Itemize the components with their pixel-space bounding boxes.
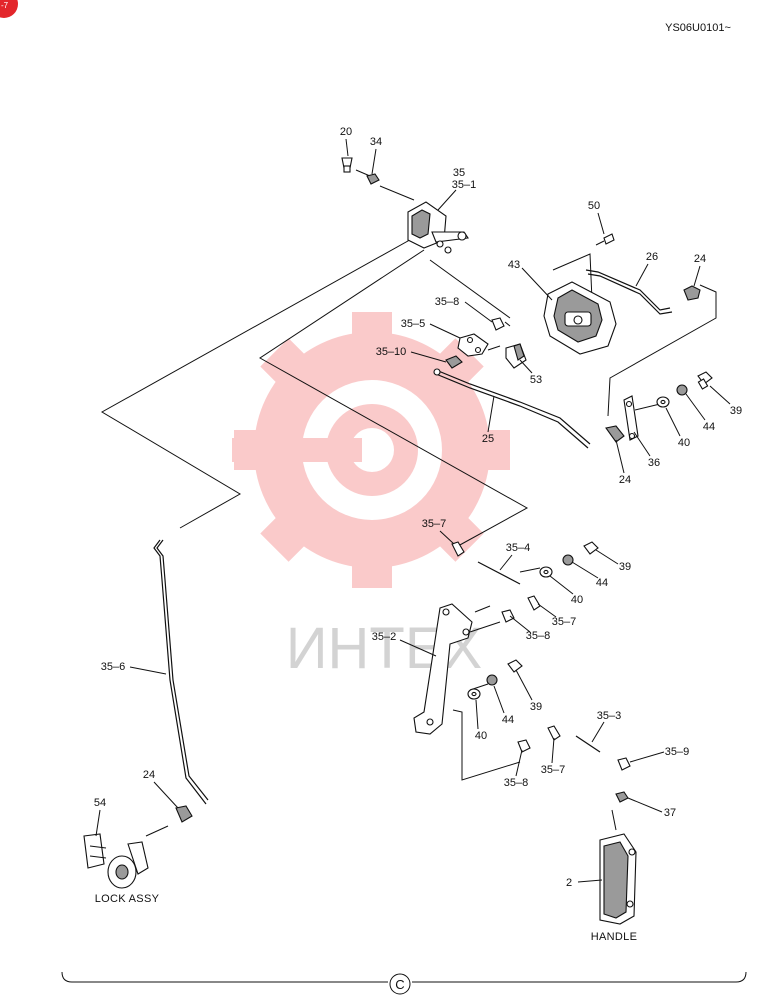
label-37: 37	[664, 807, 676, 819]
label-39-mid: 39	[619, 561, 631, 573]
part-54-retainer	[83, 833, 107, 869]
part-35-8-bushing-mid	[501, 609, 515, 623]
part-35-2-link-lever	[413, 603, 473, 735]
part-35-3-stud	[575, 735, 601, 753]
part-26-rod	[585, 269, 673, 315]
label-35-6: 35–6	[101, 661, 125, 673]
label-40-low: 40	[475, 730, 487, 742]
label-2: 2	[566, 877, 572, 889]
part-2-handle	[599, 833, 637, 925]
leader-lines	[100, 169, 717, 837]
part-36-lever	[623, 395, 639, 441]
label-34: 34	[370, 136, 382, 148]
part-34-nut	[366, 173, 380, 185]
label-40-mid: 40	[571, 594, 583, 606]
part-35-6-rod	[153, 539, 209, 805]
label-35-1: 35–1	[452, 179, 476, 191]
part-35-7-pin-mid	[527, 595, 541, 611]
caption-lock-assy: LOCK ASSY	[95, 893, 160, 905]
svg-text:-7: -7	[1, 1, 9, 10]
label-35-2: 35–2	[372, 631, 396, 643]
part-35-10-clip	[445, 355, 463, 369]
footer-circle-mark: C	[395, 977, 404, 992]
part-40-washer-mid	[539, 566, 553, 578]
label-44-mid: 44	[596, 577, 608, 589]
label-leaders	[95, 138, 731, 883]
part-35-latch-assembly	[407, 201, 469, 254]
label-35-8-top: 35–8	[435, 296, 459, 308]
label-35-5: 35–5	[401, 318, 425, 330]
part-35-9-screw	[617, 757, 631, 771]
label-36: 36	[648, 457, 660, 469]
label-35: 35	[453, 167, 465, 179]
label-24-low: 24	[143, 769, 155, 781]
part-25-rod	[433, 368, 591, 449]
part-44-washer-top	[676, 384, 688, 396]
part-40-washer-low	[467, 688, 481, 700]
label-35-7-top: 35–7	[422, 518, 446, 530]
caption-handle: HANDLE	[591, 931, 637, 943]
document-code: YS06U0101~	[665, 22, 731, 34]
part-35-5-plate	[457, 333, 489, 357]
label-25: 25	[482, 433, 494, 445]
part-39-bolt-low	[507, 659, 523, 673]
label-24-top: 24	[694, 253, 706, 265]
part-35-7-pin-low	[547, 725, 561, 741]
label-50: 50	[588, 200, 600, 212]
label-39-top: 39	[730, 405, 742, 417]
part-50-screw	[595, 233, 615, 246]
label-43: 43	[508, 259, 520, 271]
part-35-8-bushing-top	[491, 317, 505, 331]
footer-rule: C	[61, 971, 747, 995]
label-35-10: 35–10	[376, 346, 407, 358]
label-35-8-low: 35–8	[504, 777, 528, 789]
label-39-low: 39	[530, 701, 542, 713]
label-44-low: 44	[502, 714, 514, 726]
part-35-7-pin-top	[451, 541, 465, 557]
part-39-bolt-mid	[583, 541, 599, 555]
label-35-9: 35–9	[665, 746, 689, 758]
label-40-top: 40	[678, 437, 690, 449]
part-43-remote-control	[543, 281, 617, 355]
part-53-cap	[505, 343, 527, 369]
part-24-clip-top	[683, 285, 701, 301]
part-37-nut	[615, 791, 629, 803]
label-53: 53	[530, 374, 542, 386]
label-35-3: 35–3	[597, 710, 621, 722]
label-44-top: 44	[703, 421, 715, 433]
label-35-4: 35–4	[506, 542, 530, 554]
label-35-7-mid: 35–7	[552, 616, 576, 628]
label-26: 26	[646, 251, 658, 263]
label-54: 54	[94, 797, 106, 809]
part-lock-cylinder	[107, 841, 149, 889]
label-20: 20	[340, 126, 352, 138]
part-39-bolt-top	[697, 371, 713, 390]
label-35-7-low: 35–7	[541, 764, 565, 776]
part-24-clip-right	[605, 425, 625, 443]
label-24-right: 24	[619, 474, 631, 486]
part-20-bolt	[341, 157, 353, 173]
part-44-washer-low	[486, 674, 498, 686]
label-35-8-mid: 35–8	[526, 630, 550, 642]
part-35-8-bushing-low	[517, 739, 531, 753]
part-44-washer-mid	[562, 554, 574, 566]
part-24-clip-low	[175, 805, 193, 823]
part-40-washer-top	[656, 396, 670, 408]
corner-page-mark: -7	[0, 0, 18, 18]
part-35-4-stud	[477, 561, 521, 585]
